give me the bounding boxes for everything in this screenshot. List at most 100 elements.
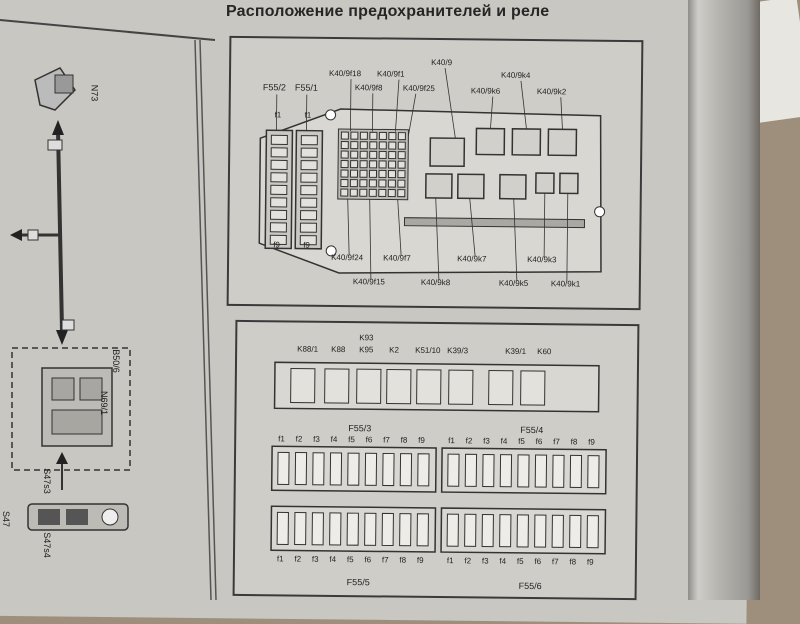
fuse-slot [295,513,306,545]
fuse-slot [312,513,323,545]
fuse-slot [500,455,511,487]
fuse-slot [535,515,546,547]
mini-fuse [398,161,405,168]
fuse-number-label: f2 [294,555,301,564]
fuse-slot [517,515,528,547]
fuse-slot [500,515,511,547]
fuse-slot [448,454,459,486]
fuse-slot [417,514,428,546]
fuse-number-label: f7 [553,437,560,446]
connector-label: N73 [89,85,99,102]
mini-fuse [398,133,405,140]
page-title: Расположение предохранителей и реле [226,3,549,21]
mini-fuse [369,180,376,187]
mini-fuse [379,180,386,187]
fuse-number-label: f8 [569,557,576,566]
fuse-number-label: f4 [499,557,506,566]
fuse-slot [271,160,287,169]
label-k40-9f24: K40/9f24 [331,253,363,262]
mini-fuse [389,161,396,168]
fuse-number-label: f3 [312,555,319,564]
fuse-slot [347,513,358,545]
photo-scene: Расположение предохранителей и реле N73 … [0,0,800,600]
mini-fuse [388,171,395,178]
switch-label-main: S47 [1,511,11,527]
fuse-number-label: f6 [366,435,373,444]
mini-fuse [341,142,348,149]
fuse-slot [447,514,458,546]
mini-fuse [369,170,376,177]
fuse-number-label: f4 [329,555,336,564]
fuse-number-label: f2 [464,556,471,565]
fuse-slot [570,515,581,547]
fuse-number-label: f8 [401,436,408,445]
mini-fuse [398,190,405,197]
fuse-slot [483,454,494,486]
fuse-slot [400,514,411,546]
relay [417,370,441,404]
fuse-slot [271,135,287,144]
mini-fuse [370,142,377,149]
label-k40-9k2: K40/9k2 [537,87,566,96]
fuse-slot [418,454,429,486]
fuse-group-f55-4: F55/4 [520,425,543,435]
fuse-number-label: f8 [571,437,578,446]
fuse-slot [270,223,286,232]
label-k40-9f8: K40/9f8 [355,83,383,92]
label-k40-9k1: K40/9k1 [551,279,580,288]
left-schematic [0,0,230,600]
fuse-slot [553,455,564,487]
upper-fuse-box-panel: F55/2 F55/1 f1 f1 f9 f9 K40/9f18 K40/9f8… [227,36,644,310]
fuse-number-label: f1 [447,556,454,565]
mini-fuse [379,142,386,149]
mini-fuse [389,152,396,159]
fuse-number-label: f9 [587,558,594,567]
fuse-slot [300,223,316,232]
mini-fuse [341,180,348,187]
fuse-number-label: f3 [482,556,489,565]
label-k40-9k7: K40/9k7 [457,254,486,263]
fuse-slot [301,136,317,145]
fuse-slot [277,512,288,544]
relay-label: K88 [331,345,345,354]
switch-label-s3: S47s3 [42,468,52,494]
label-k40-9f1: K40/9f1 [377,69,405,78]
fuse-slot [301,198,317,207]
fuse-slot [535,455,546,487]
mini-fuse [360,142,367,149]
fuse-slot [365,453,376,485]
mini-fuse [398,171,405,178]
fuse-number-label: f7 [383,435,390,444]
fuse-slot [301,161,317,170]
mini-fuse [341,170,348,177]
label-k40-9f7: K40/9f7 [383,253,411,262]
mini-fuse [369,189,376,196]
fuse-group-f55-6: F55/6 [519,581,542,591]
relay [357,369,381,403]
fuse-number-label: f8 [399,556,406,565]
fuse-number-label: f5 [518,437,525,446]
fuse-slot [301,148,317,157]
mini-fuse [360,161,367,168]
mini-fuse [350,189,357,196]
mini-fuse [341,161,348,168]
fuse-slot [482,514,493,546]
fuse-number-label: f4 [501,437,508,446]
mini-fuse [360,132,367,139]
label-k40-9k4: K40/9k4 [501,71,530,80]
mini-fuse [360,170,367,177]
fuse-number-label: f7 [382,555,389,564]
fuse-slot [330,513,341,545]
label-k40-9k8: K40/9k8 [421,278,450,287]
fuse-number-label: f2 [296,435,303,444]
fuse-slot [301,186,317,195]
switch-label-s4: S47s4 [42,532,52,558]
fuse-number-label: f1 [448,436,455,445]
fuse-number-label: f1 [278,434,285,443]
label-k40-9f18: K40/9f18 [329,69,361,78]
fuse-slot [465,514,476,546]
mini-fuse [388,190,395,197]
fuse-number-label: f9 [588,438,595,447]
mini-fuse [370,151,377,158]
